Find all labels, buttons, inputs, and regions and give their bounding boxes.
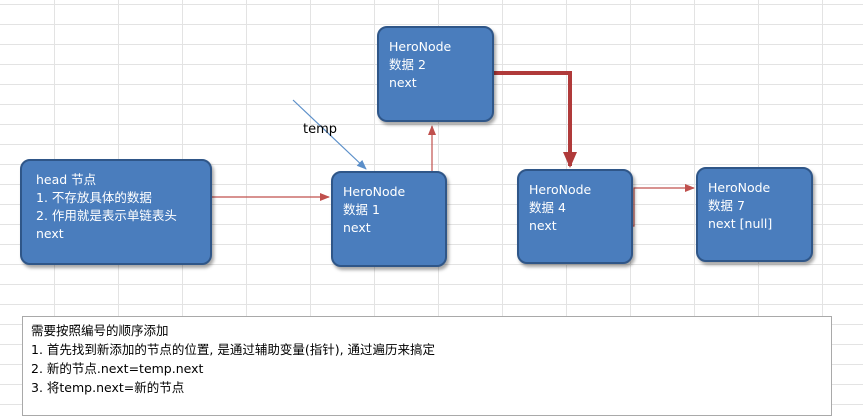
hero-node-4: HeroNode 数据 4 next: [517, 169, 633, 264]
hero-node-2-data: 数据 2: [389, 57, 426, 72]
head-node-desc-2: 2. 作用就是表示单链表头: [36, 208, 177, 223]
hero-node-1: HeroNode 数据 1 next: [331, 171, 447, 267]
hero-node-2-type: HeroNode: [389, 39, 452, 54]
head-node-next: next: [36, 226, 64, 241]
hero-node-7: HeroNode 数据 7 next [null]: [696, 167, 813, 262]
hero-node-2-next: next: [389, 75, 417, 90]
hero-node-4-data: 数据 4: [529, 200, 566, 215]
head-node-desc-1: 1. 不存放具体的数据: [36, 190, 152, 205]
hero-node-1-next: next: [343, 220, 371, 235]
temp-label: temp: [303, 122, 338, 137]
explanation-note: 需要按照编号的顺序添加 1. 首先找到新添加的节点的位置, 是通过辅助变量(指针…: [22, 316, 832, 416]
note-step-3: 3. 将temp.next=新的节点: [31, 380, 185, 395]
hero-node-4-next: next: [529, 218, 557, 233]
hero-node-7-data: 数据 7: [708, 198, 745, 213]
note-step-1: 1. 首先找到新添加的节点的位置, 是通过辅助变量(指针), 通过遍历来搞定: [31, 342, 436, 357]
temp-pointer-arrow: [292, 99, 367, 170]
hero-node-7-type: HeroNode: [708, 180, 771, 195]
head-node: head 节点 1. 不存放具体的数据 2. 作用就是表示单链表头 next: [20, 159, 212, 265]
hero-node-7-next: next [null]: [708, 216, 773, 231]
hero-node-2: HeroNode 数据 2 next: [377, 26, 494, 122]
hero-node-1-type: HeroNode: [343, 184, 406, 199]
note-step-2: 2. 新的节点.next=temp.next: [31, 361, 204, 376]
hero-node-1-data: 数据 1: [343, 202, 380, 217]
head-node-title: head 节点: [36, 172, 97, 187]
hero-node-4-type: HeroNode: [529, 182, 592, 197]
note-title: 需要按照编号的顺序添加: [31, 323, 169, 338]
